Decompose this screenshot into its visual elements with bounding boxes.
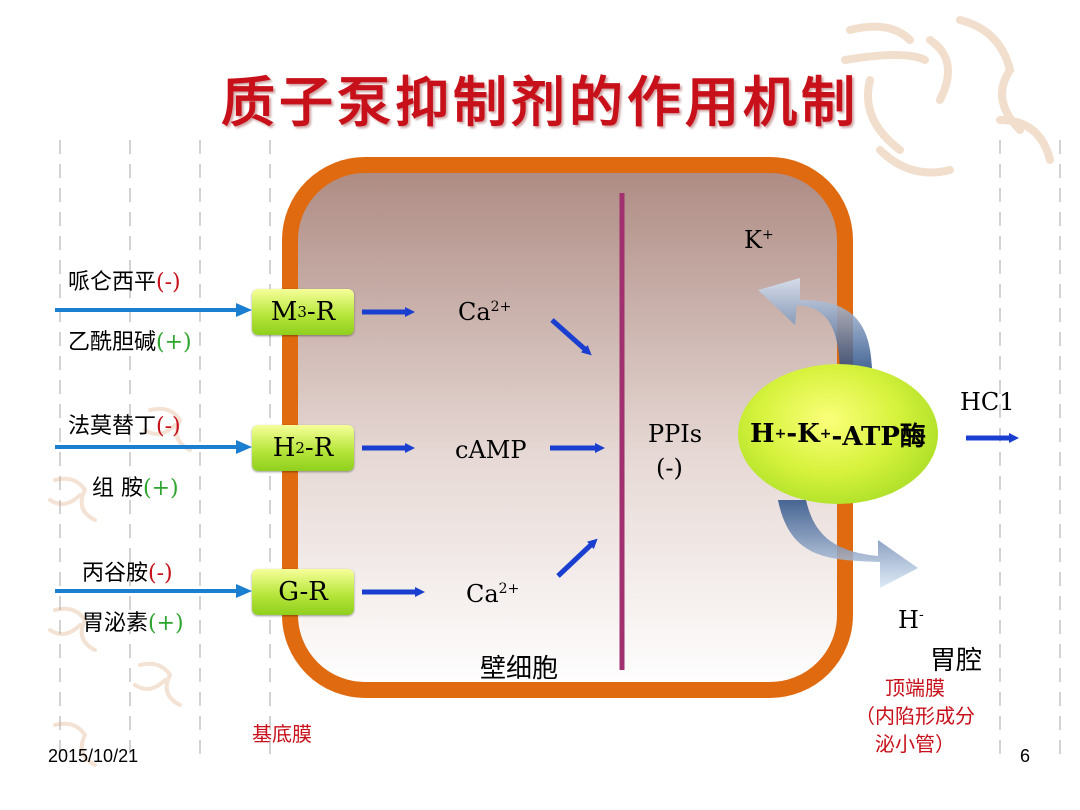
- messenger-ca-1: Ca2+: [458, 298, 512, 326]
- ppis-label: PPIs: [648, 420, 703, 448]
- messenger-ca-2: Ca2+: [466, 580, 520, 608]
- h-ion-arrow: [778, 500, 918, 588]
- messenger-camp: cAMP: [455, 436, 527, 464]
- stomach-lumen-label: 胃腔: [930, 646, 983, 676]
- drug-famotidine: 法莫替丁(-): [68, 414, 181, 439]
- ppis-sign: (-): [656, 454, 683, 482]
- input-arrow-head-2: [236, 440, 252, 454]
- ion-k: K+: [744, 226, 774, 254]
- drug-proglumide: 丙谷胺(-): [82, 561, 173, 586]
- input-arrow-head-3: [236, 584, 252, 598]
- arrow-ca2-to-ppi: [556, 538, 598, 578]
- apical-membrane-label: 顶端膜 （内陷形成分 泌小管）: [855, 676, 975, 756]
- footer-page-number: 6: [1020, 746, 1031, 766]
- watermark-logo: [841, 16, 1054, 177]
- ion-h: H-: [898, 606, 924, 634]
- drug-histamine: 组 胺(+): [92, 476, 179, 501]
- footer-date: 2015/10/21: [48, 746, 139, 766]
- k-ion-arrow: [758, 278, 872, 368]
- drug-pirenzepine: 哌仑西平(-): [68, 270, 181, 295]
- hcl-label: HC1: [960, 388, 1015, 416]
- parietal-cell-label: 壁细胞: [480, 654, 559, 684]
- input-arrows: [55, 308, 240, 593]
- input-arrow-head-1: [236, 303, 252, 317]
- small-watermarks: [48, 406, 192, 767]
- basal-membrane-label: 基底膜: [252, 722, 312, 746]
- drug-acetylcholine: 乙酰胆碱(+): [68, 330, 192, 355]
- receptor-g: G-R: [252, 569, 354, 615]
- slide-title: 质子泵抑制剂的作用机制: [221, 70, 859, 134]
- drug-gastrin: 胃泌素(+): [82, 611, 184, 636]
- proton-pump-enzyme: H+-K+-ATP酶: [738, 364, 938, 504]
- arrow-ca-to-ppi: [550, 318, 592, 356]
